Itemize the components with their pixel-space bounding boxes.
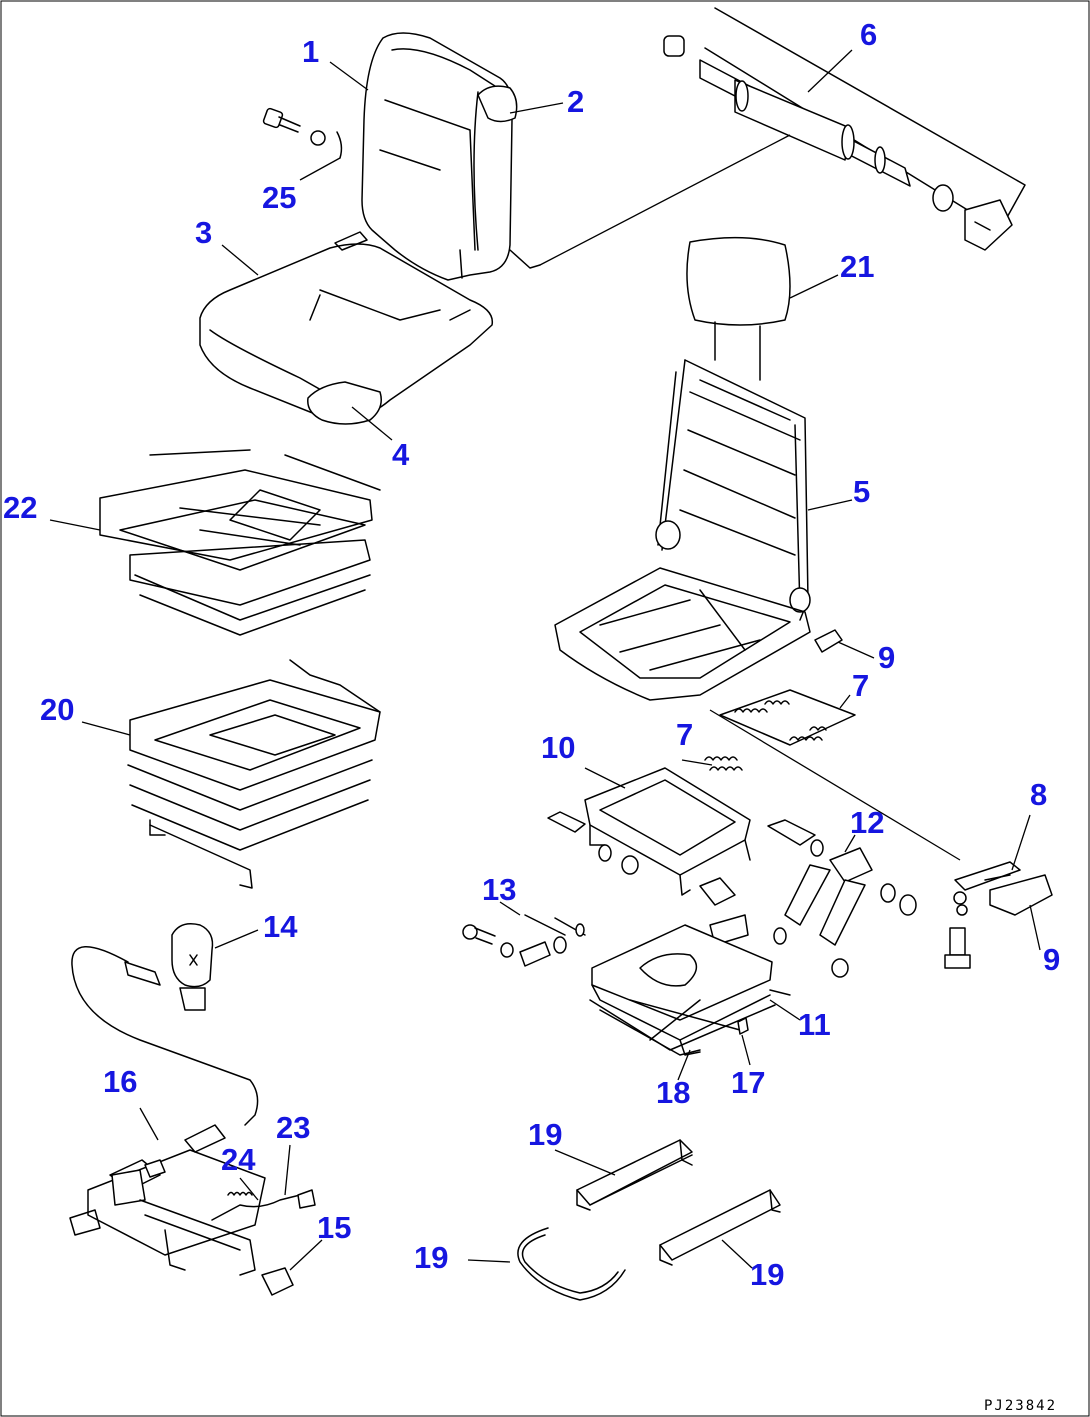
part-rail-lower bbox=[659, 1189, 781, 1266]
callout-14: 14 bbox=[263, 909, 298, 944]
part-pivot-shaft bbox=[509, 7, 1026, 269]
part-seat-frame bbox=[554, 359, 843, 701]
part-headrest-pad bbox=[477, 85, 518, 123]
callout-6: 6 bbox=[860, 17, 877, 52]
callout-21: 21 bbox=[840, 249, 874, 284]
part-slide-lever bbox=[709, 709, 1053, 969]
callout-25: 25 bbox=[262, 180, 296, 215]
callout-19-upper: 19 bbox=[528, 1117, 562, 1152]
callout-16: 16 bbox=[103, 1064, 137, 1099]
callout-19-left: 19 bbox=[414, 1240, 448, 1275]
part-foam-layers bbox=[99, 449, 381, 636]
callout-10: 10 bbox=[541, 730, 575, 765]
callout-19-lower: 19 bbox=[750, 1257, 784, 1292]
leader-lines bbox=[49, 49, 1041, 1271]
callout-7-upper: 7 bbox=[852, 668, 869, 703]
drawing-code: PJ23842 bbox=[984, 1398, 1057, 1414]
callout-11: 11 bbox=[798, 1007, 831, 1042]
callout-22: 22 bbox=[3, 490, 37, 525]
part-lever-assembly bbox=[69, 1124, 316, 1296]
callout-23: 23 bbox=[276, 1110, 310, 1145]
part-bolt-washer-set bbox=[262, 107, 343, 159]
callout-12: 12 bbox=[850, 805, 884, 840]
callout-24: 24 bbox=[221, 1142, 256, 1177]
part-seat-cushion bbox=[199, 231, 494, 425]
callout-17: 17 bbox=[731, 1065, 765, 1100]
part-lever-knob bbox=[307, 381, 382, 425]
callout-5: 5 bbox=[853, 474, 870, 509]
part-bracket bbox=[814, 629, 843, 653]
part-suspension-mechanism bbox=[589, 924, 791, 1056]
callout-20: 20 bbox=[40, 692, 74, 727]
callout-4: 4 bbox=[392, 437, 410, 472]
part-adjuster-knob bbox=[71, 923, 259, 1126]
callout-13: 13 bbox=[482, 872, 516, 907]
part-suspension-cover bbox=[127, 659, 381, 889]
part-shock-absorber bbox=[699, 839, 917, 978]
part-slide-base bbox=[547, 756, 816, 896]
part-seat-back-cushion bbox=[361, 32, 518, 281]
callout-7-lower: 7 bbox=[676, 717, 693, 752]
callout-3: 3 bbox=[195, 215, 212, 250]
callout-labels: 1 2 3 4 5 6 7 7 8 9 9 10 11 12 13 14 15 … bbox=[3, 17, 1060, 1292]
callout-15: 15 bbox=[317, 1210, 351, 1245]
callout-1: 1 bbox=[302, 34, 319, 69]
callout-9-upper: 9 bbox=[878, 640, 895, 675]
callout-9-lower: 9 bbox=[1043, 942, 1060, 977]
part-rail-upper bbox=[576, 1139, 693, 1211]
callout-8: 8 bbox=[1030, 777, 1047, 812]
callout-2: 2 bbox=[567, 84, 584, 119]
part-springs bbox=[709, 689, 856, 771]
part-headrest bbox=[686, 236, 791, 381]
callout-18: 18 bbox=[656, 1075, 690, 1110]
part-pin-link-set bbox=[462, 914, 586, 967]
part-wire-rod bbox=[517, 1227, 626, 1301]
